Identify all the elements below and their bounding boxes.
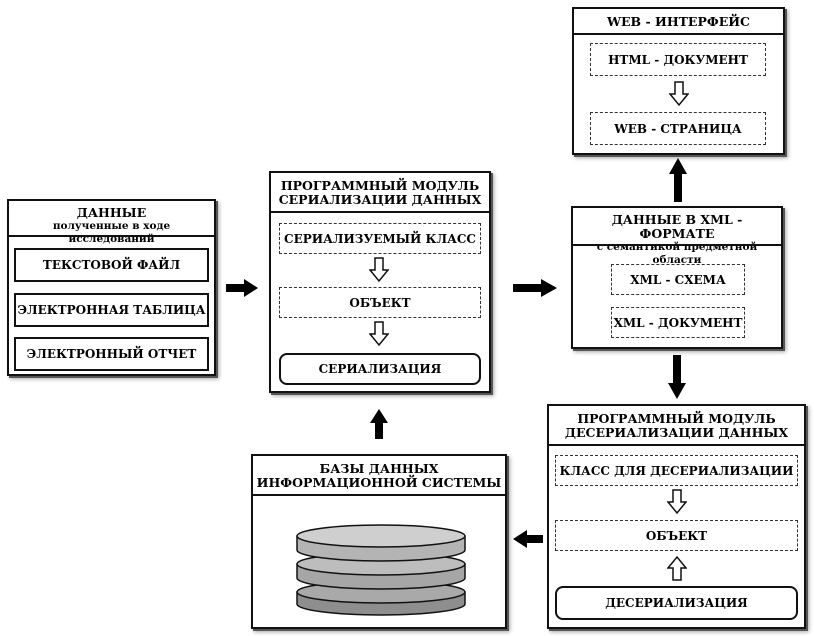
electronic-report-item: ЭЛЕКТРОННЫЙ ОТЧЕТ [14,337,209,371]
serialization-module-divider [271,211,489,213]
serialization-title-line1: ПРОГРАММНЫЙ МОДУЛЬ [280,178,480,193]
web-interface-title: WEB - ИНТЕРФЕЙС [606,14,751,29]
xml-data-box: ДАННЫЕ В XML - ФОРМАТЕ с семантикой пред… [571,206,783,349]
database-divider [253,494,505,496]
serialization-title-line2: СЕРИАЛИЗАЦИИ ДАННЫХ [278,192,482,207]
serialization-module-box: ПРОГРАММНЫЙ МОДУЛЬ СЕРИАЛИЗАЦИИ ДАННЫХ С… [269,171,491,393]
text-file-item: ТЕКСТОВОЙ ФАЙЛ [14,248,209,282]
deserialization-class-item: КЛАСС ДЛЯ ДЕСЕРИАЛИЗАЦИИ [555,455,798,486]
web-interface-divider [574,33,783,35]
serialization-item: СЕРИАЛИЗАЦИЯ [279,353,481,385]
xml-schema-item: XML - СХЕМА [611,264,745,295]
serialization-module-title: ПРОГРАММНЫЙ МОДУЛЬ СЕРИАЛИЗАЦИИ ДАННЫХ [271,179,489,207]
arrow-right-icon [226,279,258,297]
web-interface-box: WEB - ИНТЕРФЕЙС HTML - ДОКУМЕНТ WEB - СТ… [572,7,785,155]
web-page-item: WEB - СТРАНИЦА [590,112,766,145]
deserialization-module-title: ПРОГРАММНЫЙ МОДУЛЬ ДЕСЕРИАЛИЗАЦИИ ДАННЫХ [549,412,804,440]
deserialization-module-divider [549,444,804,446]
arrow-up-icon [669,158,687,202]
database-box: БАЗЫ ДАННЫХ ИНФОРМАЦИОННОЙ СИСТЕМЫ [251,454,507,629]
html-document-item: HTML - ДОКУМЕНТ [590,43,766,76]
database-title: БАЗЫ ДАННЫХ ИНФОРМАЦИОННОЙ СИСТЕМЫ [253,462,505,490]
xml-data-title-text: ДАННЫЕ В XML - ФОРМАТЕ [611,212,743,241]
deserialization-title-line2: ДЕСЕРИАЛИЗАЦИИ ДАННЫХ [564,425,789,440]
database-stack-icon [296,524,466,616]
hollow-arrow-up-icon [667,555,687,581]
deserialization-module-box: ПРОГРАММНЫЙ МОДУЛЬ ДЕСЕРИАЛИЗАЦИИ ДАННЫХ… [547,404,806,629]
xml-document-item: XML - ДОКУМЕНТ [611,307,745,338]
serializable-class-item: СЕРИАЛИЗУЕМЫЙ КЛАСС [279,223,481,254]
xml-data-title: ДАННЫЕ В XML - ФОРМАТЕ с семантикой пред… [573,213,781,267]
arrow-right-icon [513,279,557,297]
deserialization-title-line1: ПРОГРАММНЫЙ МОДУЛЬ [577,411,776,426]
data-box-title-text: ДАННЫЕ [76,205,147,220]
hollow-arrow-down-icon [669,81,689,107]
spreadsheet-item: ЭЛЕКТРОННАЯ ТАБЛИЦА [14,293,209,327]
deserialization-object-item: ОБЪЕКТ [555,520,798,551]
data-box-divider [9,235,214,237]
data-box-title: ДАННЫЕ полученные в ходе исследований [9,206,214,246]
arrow-up-icon [370,409,388,439]
data-box: ДАННЫЕ полученные в ходе исследований ТЕ… [7,199,216,376]
arrow-left-icon [513,530,543,548]
database-title-line2: ИНФОРМАЦИОННОЙ СИСТЕМЫ [256,475,502,490]
deserialization-item: ДЕСЕРИАЛИЗАЦИЯ [555,586,798,620]
data-box-subtitle: полученные в ходе исследований [52,220,171,245]
hollow-arrow-down-icon [369,321,389,347]
xml-data-divider [573,244,781,246]
database-title-line1: БАЗЫ ДАННЫХ [319,461,439,476]
database-disk-top [296,524,466,562]
hollow-arrow-down-icon [667,489,687,515]
arrow-down-icon [668,355,686,399]
object-item: ОБЪЕКТ [279,287,481,318]
hollow-arrow-down-icon [369,257,389,283]
